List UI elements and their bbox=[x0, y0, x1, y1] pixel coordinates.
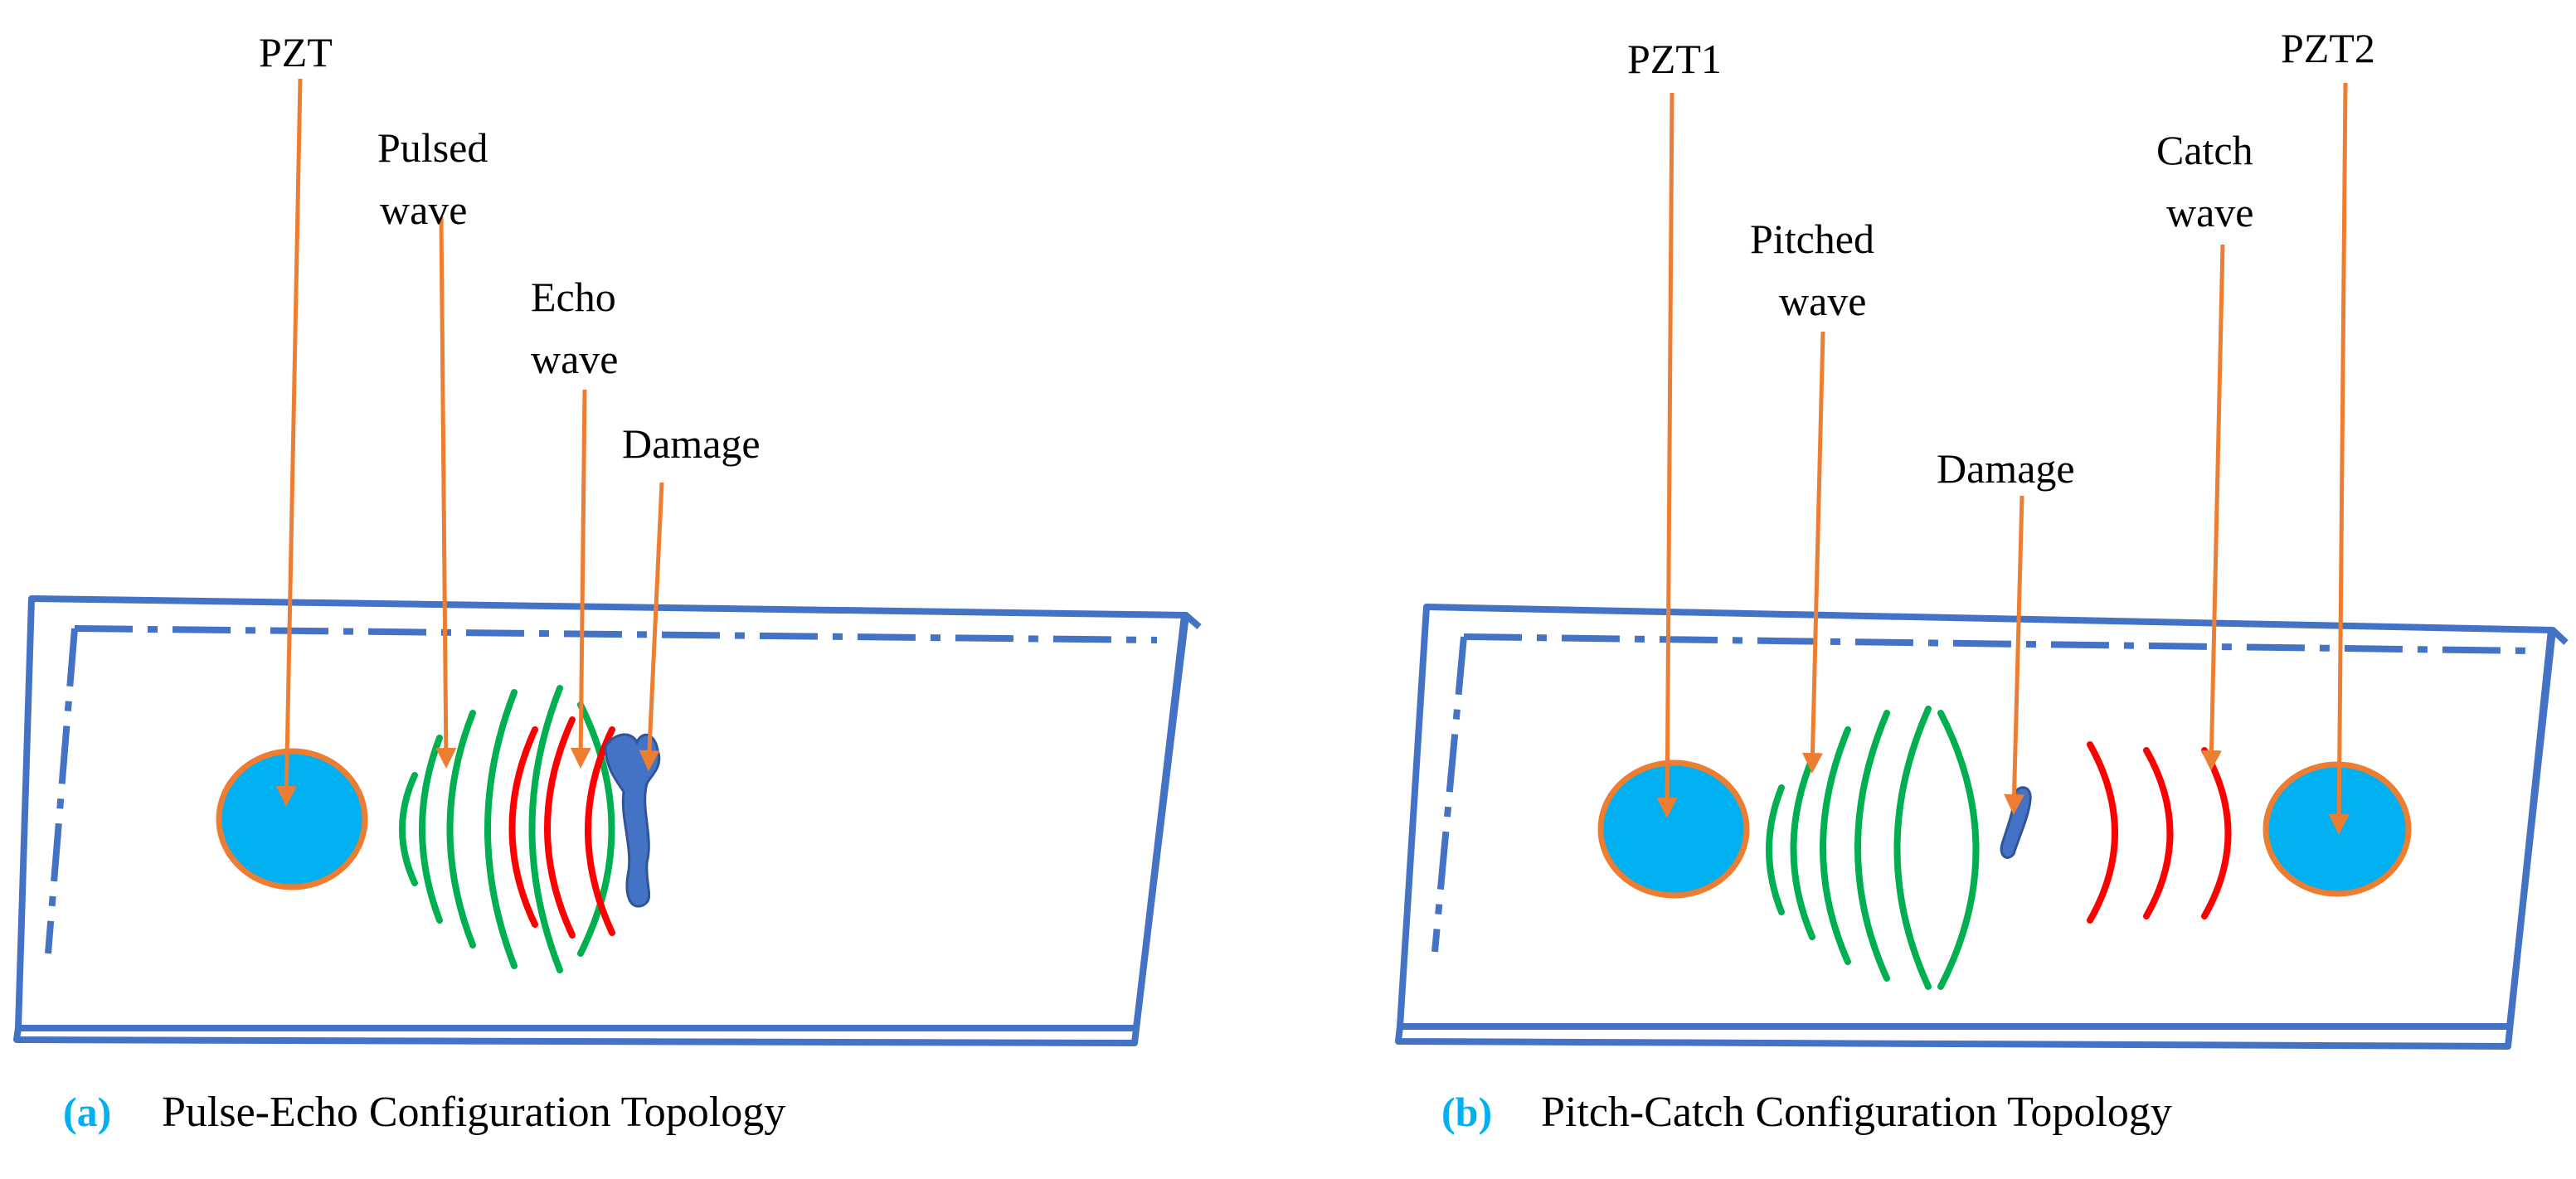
label-damage-a: Damage bbox=[622, 420, 761, 467]
panel-b: PZT1 Pitched wave Damage Catch wave PZT2… bbox=[1395, 25, 2569, 1136]
pulsed-waves bbox=[399, 685, 615, 973]
caption-text-b: Pitch-Catch Configuration Topology bbox=[1541, 1089, 2172, 1136]
panel-a: PZT Pulsed wave Echo wave Damage (a) Pul… bbox=[13, 29, 1202, 1136]
caption-letter-a: (a) bbox=[63, 1089, 111, 1135]
callout-arrows-b bbox=[1656, 82, 2350, 835]
label-pzt2: PZT2 bbox=[2281, 25, 2375, 71]
echo-waves bbox=[508, 716, 615, 939]
caption-b: (b) Pitch-Catch Configuration Topology bbox=[1441, 1089, 2172, 1136]
label-pzt: PZT bbox=[259, 29, 333, 75]
caption-letter-b: (b) bbox=[1441, 1089, 1492, 1135]
pzt1-disc bbox=[1597, 759, 1750, 899]
label-catch-wave: Catch wave bbox=[2156, 127, 2263, 235]
pzt-disc bbox=[216, 748, 368, 890]
damage-blob bbox=[604, 733, 661, 908]
label-echo-wave: Echo wave bbox=[531, 274, 626, 382]
plate-a bbox=[13, 595, 1202, 1046]
label-pzt1: PZT1 bbox=[1627, 36, 1722, 82]
plate-b bbox=[1395, 604, 2569, 1050]
catch-waves bbox=[2087, 741, 2232, 924]
pitched-waves bbox=[1766, 706, 1980, 990]
label-pulsed-wave: Pulsed wave bbox=[377, 124, 498, 233]
caption-text-a: Pulse-Echo Configuration Topology bbox=[162, 1089, 785, 1136]
callout-arrows-a bbox=[275, 78, 664, 807]
label-damage-b: Damage bbox=[1937, 445, 2075, 492]
label-pitched-wave: Pitched wave bbox=[1750, 216, 1884, 324]
caption-a: (a) Pulse-Echo Configuration Topology bbox=[63, 1089, 785, 1136]
